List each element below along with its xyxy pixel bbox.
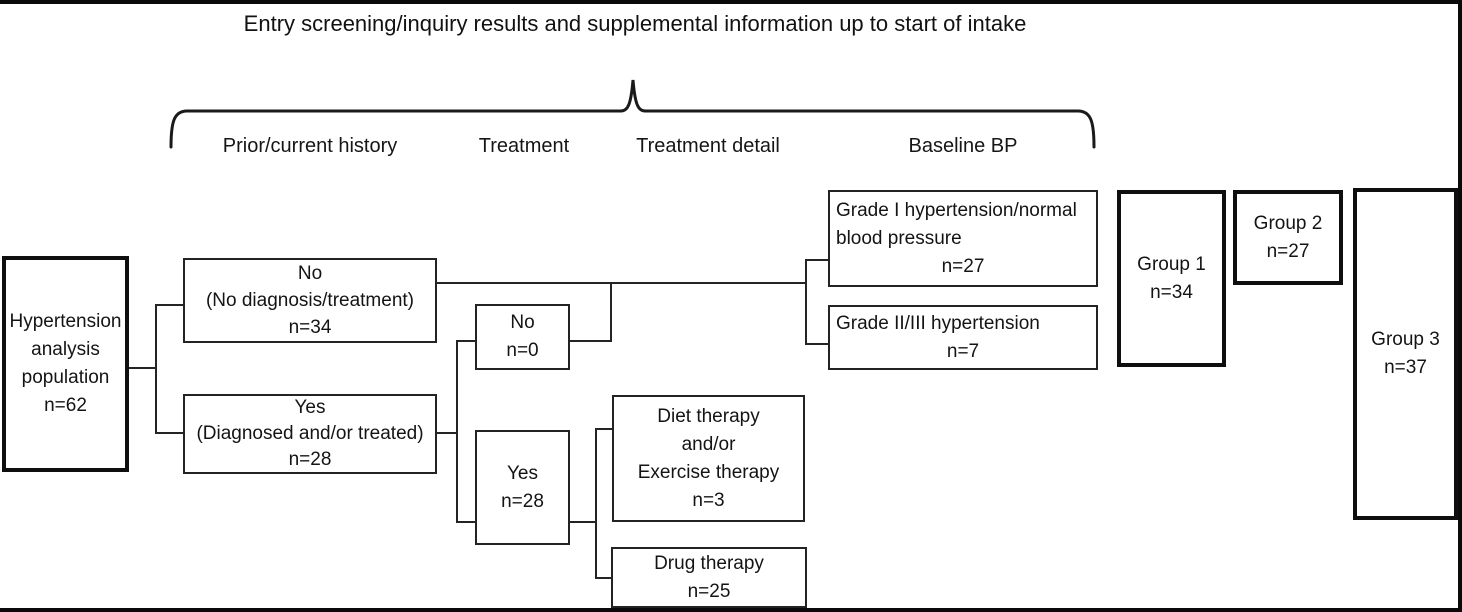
box-text-line: n=34 bbox=[288, 317, 332, 338]
box-text-line: Hypertension bbox=[9, 311, 122, 332]
box-text-line: n=25 bbox=[687, 580, 731, 602]
frame-bottom-border bbox=[0, 608, 1462, 612]
column-header-prior-history: Prior/current history bbox=[222, 135, 398, 157]
box-text-line: n=3 bbox=[692, 489, 725, 511]
box-diet-exercise-therapy: Diet therapy and/or Exercise therapy n=3 bbox=[612, 395, 805, 522]
box-text-line: Drug therapy bbox=[654, 552, 764, 574]
column-header-treatment-detail: Treatment detail bbox=[636, 135, 780, 157]
box-group3: Group 3 n=37 bbox=[1353, 188, 1458, 520]
box-text-line: Yes bbox=[507, 462, 538, 484]
box-text-line: No bbox=[510, 312, 535, 333]
connector-line bbox=[129, 367, 157, 369]
connector-line bbox=[436, 282, 807, 284]
connector-line bbox=[155, 304, 157, 434]
box-text-line: Group 3 bbox=[1371, 329, 1440, 350]
connector-line bbox=[805, 259, 830, 261]
box-group2: Group 2 n=27 bbox=[1233, 190, 1343, 285]
connector-line bbox=[595, 428, 613, 430]
connector-line bbox=[456, 340, 476, 342]
box-drug-therapy: Drug therapy n=25 bbox=[611, 547, 807, 608]
box-text-line: population bbox=[21, 367, 110, 388]
box-text-line: n=27 bbox=[941, 255, 985, 277]
box-text-line: n=37 bbox=[1384, 357, 1427, 378]
connector-line bbox=[436, 432, 457, 434]
connector-line bbox=[155, 304, 185, 306]
box-grade1-hypertension-normal-bp: Grade I hypertension/normal blood pressu… bbox=[828, 190, 1098, 287]
box-history-yes: Yes (Diagnosed and/or treated) n=28 bbox=[183, 394, 437, 474]
connector-line bbox=[805, 343, 830, 345]
box-hypertension-population: Hypertension analysis population n=62 bbox=[2, 256, 129, 472]
connector-line bbox=[805, 259, 807, 345]
connector-line bbox=[595, 428, 597, 579]
box-text-line: Group 2 bbox=[1253, 212, 1323, 234]
box-text-line: n=7 bbox=[946, 340, 980, 362]
connector-line bbox=[610, 282, 612, 342]
connector-line bbox=[456, 340, 458, 523]
connector-line bbox=[456, 521, 476, 523]
column-header-treatment: Treatment bbox=[478, 135, 570, 157]
box-treatment-yes: Yes n=28 bbox=[475, 430, 570, 545]
box-text-line: (No diagnosis/treatment) bbox=[205, 290, 415, 311]
box-text-line: Grade II/III hypertension bbox=[836, 312, 1040, 334]
frame-top-border bbox=[0, 0, 1462, 4]
connector-line bbox=[155, 432, 185, 434]
box-text-line: n=28 bbox=[288, 449, 332, 470]
connector-line bbox=[569, 340, 612, 342]
box-treatment-no: No n=0 bbox=[475, 304, 570, 370]
box-text-line: No bbox=[297, 263, 323, 284]
box-text-line: n=34 bbox=[1150, 281, 1193, 303]
box-text-line: n=28 bbox=[501, 490, 544, 512]
box-text-line: Diet therapy bbox=[657, 405, 760, 427]
box-text-line: n=0 bbox=[506, 340, 539, 361]
box-text-line: Exercise therapy bbox=[637, 461, 780, 483]
diagram-title: Entry screening/inquiry results and supp… bbox=[243, 11, 1027, 36]
frame-right-border bbox=[1458, 0, 1462, 612]
box-group1: Group 1 n=34 bbox=[1117, 190, 1226, 367]
box-text-line: analysis bbox=[31, 339, 100, 360]
connector-line bbox=[595, 577, 612, 579]
box-text-line: blood pressure bbox=[836, 227, 962, 249]
box-text-line: n=27 bbox=[1266, 240, 1310, 262]
box-text-line: and/or bbox=[681, 433, 736, 455]
box-text-line: n=62 bbox=[44, 395, 87, 416]
box-text-line: Group 1 bbox=[1137, 253, 1206, 275]
box-text-line: Yes bbox=[294, 397, 326, 418]
column-header-baseline-bp: Baseline BP bbox=[908, 135, 1018, 157]
box-text-line: (Diagnosed and/or treated) bbox=[196, 423, 424, 444]
box-history-no: No (No diagnosis/treatment) n=34 bbox=[183, 258, 437, 343]
connector-line bbox=[569, 521, 597, 523]
box-text-line: Grade I hypertension/normal bbox=[836, 199, 1077, 221]
box-grade2-3-hypertension: Grade II/III hypertension n=7 bbox=[828, 305, 1098, 370]
